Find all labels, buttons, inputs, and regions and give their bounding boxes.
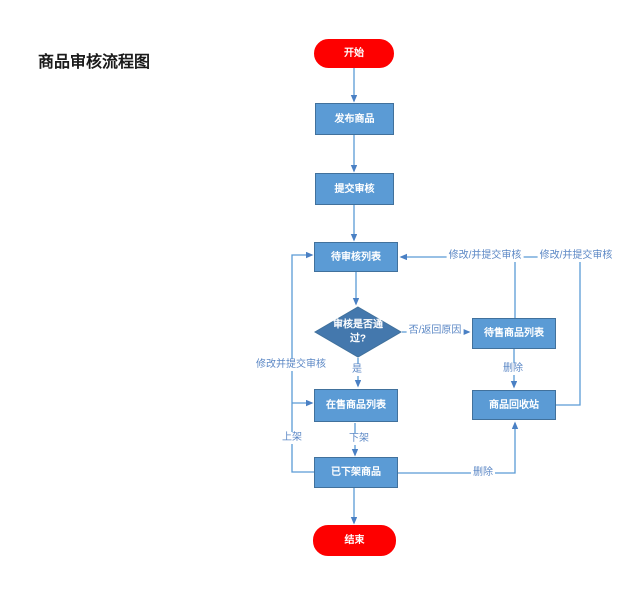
on-sale-list-label: 在售商品列表 [326,400,386,411]
edge-label-off-shelf: 下架 [347,433,371,445]
decision-node: 审核是否通过? [314,306,402,358]
publish-product-node: 发布商品 [315,103,394,135]
recycle-bin-label: 商品回收站 [489,399,539,411]
decision-node-label: 审核是否通过? [333,319,383,345]
submit-review-node: 提交审核 [315,173,394,205]
edge-label-delete-bottom: 删除 [471,467,495,479]
edge-label-modify-resubmit-right-1: 修改/并提交审核 [446,250,524,262]
end-node-label: 结束 [344,535,365,546]
submit-review-label: 提交审核 [334,183,375,195]
end-node: 结束 [313,525,396,556]
diamond-shape [314,306,402,358]
off-shelf-product-node: 已下架商品 [314,457,398,488]
edge-label-modify-resubmit-left: 修改并提交审核 [254,359,328,371]
start-node-label: 开始 [344,48,364,59]
off-shelf-product-label: 已下架商品 [331,467,381,478]
connector-offshelf-recycle [398,421,519,474]
publish-product-label: 发布商品 [334,113,375,125]
start-node: 开始 [314,39,394,68]
edge-label-yes: 是 [350,364,364,376]
for-sale-list-node: 待售商品列表 [472,318,556,349]
edge-label-no-reason: 否/返回原因 [406,325,464,337]
on-sale-list-node: 在售商品列表 [314,389,398,422]
for-sale-list-label: 待售商品列表 [484,328,544,339]
pending-review-list-node: 待审核列表 [314,242,398,272]
edge-label-on-shelf: 上架 [280,432,304,444]
edge-label-delete-mid: 删除 [501,363,525,375]
pending-review-list-label: 待审核列表 [331,251,381,263]
page-title: 商品审核流程图 [38,54,151,71]
edge-label-modify-resubmit-right-2: 修改/并提交审核 [537,250,615,262]
recycle-bin-node: 商品回收站 [472,390,556,420]
